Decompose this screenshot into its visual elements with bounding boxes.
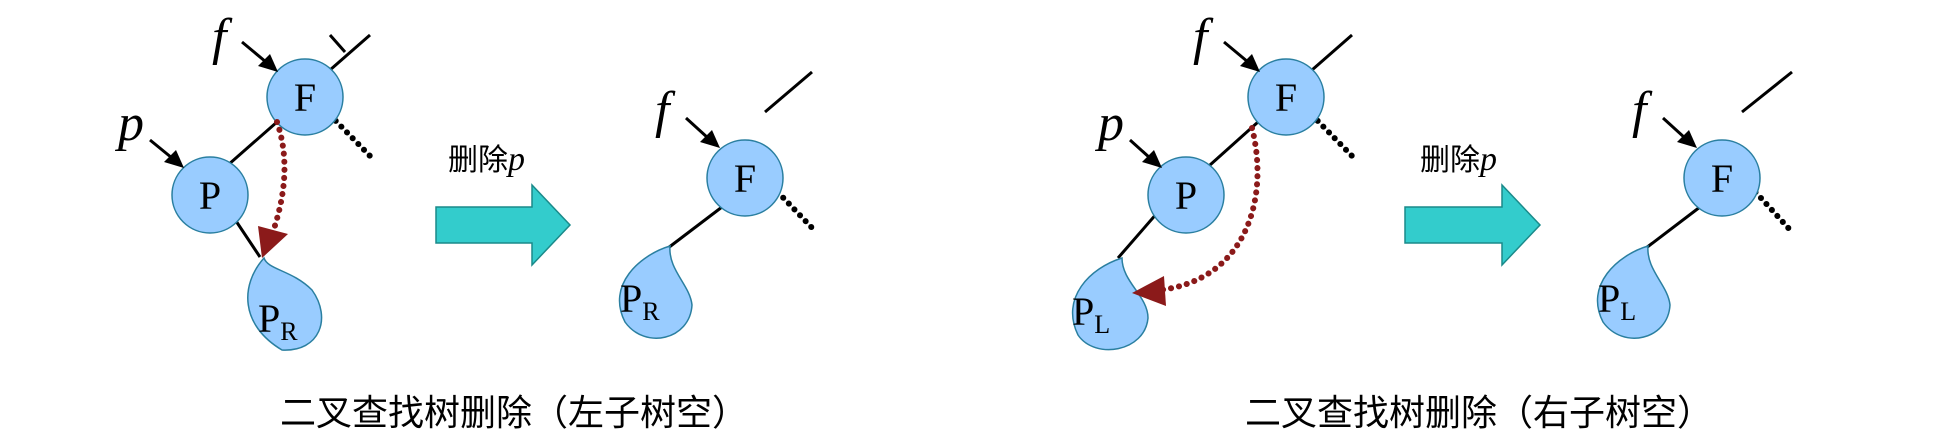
ptr2-p-label: p [1094,95,1124,152]
move-arrow-path-2 [1157,125,1261,293]
node-f-label: F [294,75,316,120]
transition-1-label: 删除p [448,141,525,178]
ptr-f-label: f [212,9,233,66]
after-node-f-label: F [734,156,756,201]
ptr-f-arrowhead [258,54,278,72]
ptr2-f-arrow [1223,40,1249,64]
after2-edge-f-up [1741,70,1793,114]
edge2-p-to-pl [1116,211,1160,259]
node2-p [1147,156,1225,234]
ptr-p-arrow [149,138,173,160]
edge-f-right-dotted [327,112,375,161]
after2-ptr-f-arrow [1661,116,1687,140]
after2-subtree-pl-label: PL [1598,276,1636,326]
after2-node-f [1683,139,1761,217]
ptr2-f-arrowhead [1240,54,1260,72]
edge-f-up [328,34,347,53]
after-ptr-f-arrow [684,116,710,140]
node-p [171,156,249,234]
node2-f [1247,58,1325,136]
node2-p-label: P [1175,173,1197,218]
node-p-label: P [199,173,221,218]
ptr-p-arrowhead [164,150,184,168]
after-tree-1: F PR f [618,70,819,339]
after2-ptr-f-label: f [1632,82,1653,139]
transition-arrow-1 [435,183,572,267]
ptr2-p-arrow [1128,138,1152,160]
after-ptr-f-arrowhead [700,130,720,148]
after-edge-f-up [764,70,813,114]
after-edge-f-to-pr [667,205,723,250]
move-arrow-head-2 [1132,276,1166,306]
after2-node-f-label: F [1711,156,1733,201]
transition-arrow-2 [1404,183,1542,267]
after-ptr-f-label: f [655,82,676,139]
ptr-f-arrow [241,40,267,64]
panel-left-subtree-empty: F P PR f p 删除p F PR [114,9,819,434]
before-tree-1: F P PR f p [114,9,375,351]
transition-2: 删除p [1404,141,1542,267]
after-tree-2: F PL f [1596,70,1795,339]
node-f [266,58,344,136]
subtree-pr-label: PR [258,296,298,346]
ptr2-f-label: f [1193,9,1214,66]
ptr-p-label: p [114,95,144,152]
subtree-pr [247,256,323,351]
subtree-pl-label: PL [1072,289,1110,339]
after2-edge-f-to-pl [1645,205,1701,250]
caption-2: 二叉查找树删除（右子树空） [1245,393,1713,434]
edge-f-to-p [227,120,278,167]
after-subtree-pr-label: PR [620,276,660,326]
after-node-f [706,139,784,217]
edge2-f-right-dotted [1309,112,1357,161]
ptr2-p-arrowhead [1142,150,1162,168]
before-tree-2: F P PL f p [1071,9,1357,351]
move-arrow-path-1 [267,119,288,243]
edge2-f-to-grandparent [1311,33,1353,72]
after2-subtree-pl [1596,244,1671,339]
panel-right-subtree-empty: F P PL f p 删除p F PL [1071,9,1795,434]
node2-f-label: F [1275,75,1297,120]
transition-1: 删除p [435,141,572,267]
after2-ptr-f-arrowhead [1677,130,1697,148]
transition-2-label: 删除p [1420,141,1497,178]
caption-1: 二叉查找树删除（左子树空） [280,393,748,434]
edge-f-to-grandparent [329,33,371,72]
move-arrow-head-1 [258,226,288,258]
after-subtree-pr [618,244,693,339]
